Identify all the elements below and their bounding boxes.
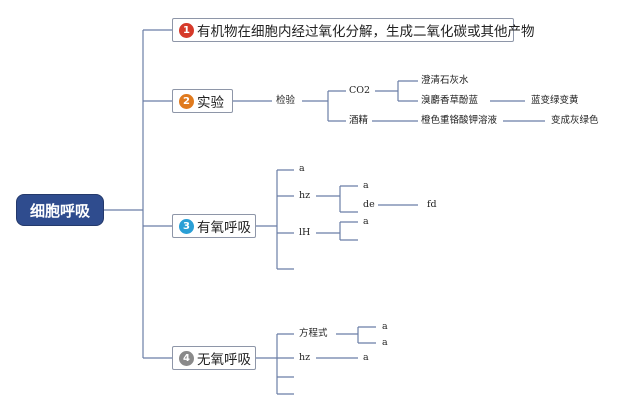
node-hz-de[interactable]: de bbox=[363, 199, 375, 210]
node-hz[interactable]: hz bbox=[299, 190, 311, 201]
branch-label: 实验 bbox=[197, 95, 224, 111]
branch-label: 有氧呼吸 bbox=[197, 220, 251, 236]
node-lh[interactable]: lH bbox=[299, 227, 311, 238]
number-badge: 3 bbox=[179, 218, 194, 234]
node-limewater[interactable]: 澄清石灰水 bbox=[421, 75, 469, 86]
node-color-change[interactable]: 蓝变绿变黄 bbox=[531, 95, 579, 106]
node-gray-green[interactable]: 变成灰绿色 bbox=[551, 115, 599, 126]
number-badge: 1 bbox=[179, 22, 194, 38]
node-equation-a2[interactable]: a bbox=[382, 337, 388, 348]
node-bromothymol-blue[interactable]: 溴麝香草酚蓝 bbox=[421, 95, 479, 106]
branch-definition[interactable]: 1 有机物在细胞内经过氧化分解，生成二氧化碳或其他产物 bbox=[172, 18, 535, 42]
root-node[interactable]: 细胞呼吸 bbox=[17, 195, 103, 225]
node-hz-a[interactable]: a bbox=[363, 180, 369, 191]
node-dichromate[interactable]: 橙色重铬酸钾溶液 bbox=[421, 115, 498, 126]
node-hz-de-fd[interactable]: fd bbox=[427, 199, 437, 210]
node-a[interactable]: a bbox=[299, 163, 305, 174]
branch-anaerobic[interactable]: 4 无氧呼吸 bbox=[172, 346, 256, 370]
node-test[interactable]: 检验 bbox=[276, 95, 296, 106]
node-equation-a1[interactable]: a bbox=[382, 321, 388, 332]
node-equation[interactable]: 方程式 bbox=[299, 328, 328, 339]
number-badge: 2 bbox=[179, 93, 194, 109]
node-hz[interactable]: hz bbox=[299, 352, 311, 363]
number-badge: 4 bbox=[179, 350, 194, 366]
node-co2[interactable]: CO2 bbox=[349, 85, 371, 96]
branch-label: 无氧呼吸 bbox=[197, 352, 251, 368]
node-hz-a[interactable]: a bbox=[363, 352, 369, 363]
node-lh-a[interactable]: a bbox=[363, 216, 369, 227]
branch-aerobic[interactable]: 3 有氧呼吸 bbox=[172, 214, 256, 238]
node-alcohol[interactable]: 酒精 bbox=[349, 115, 369, 126]
branch-experiment[interactable]: 2 实验 bbox=[172, 89, 233, 113]
branch-label: 有机物在细胞内经过氧化分解，生成二氧化碳或其他产物 bbox=[197, 24, 535, 40]
